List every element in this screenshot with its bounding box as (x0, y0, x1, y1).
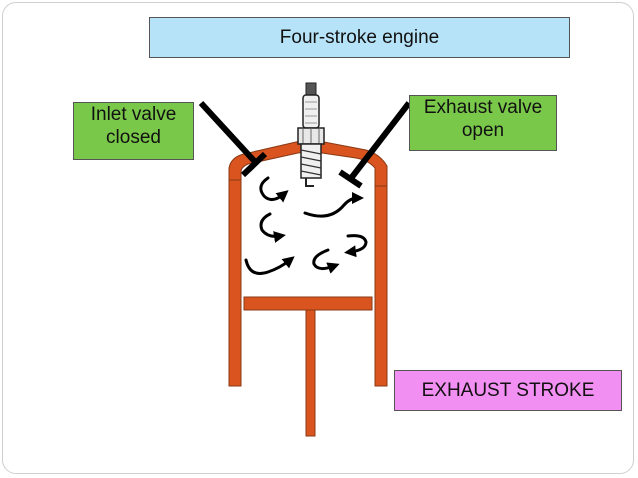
exhaust-valve (338, 101, 412, 189)
gas-flow-arrow-3 (259, 212, 286, 243)
inlet-valve (198, 100, 268, 178)
gas-flow-arrow-2 (303, 192, 364, 218)
gas-flow-arrow-4 (344, 234, 368, 258)
inlet-valve-label-line2: closed (106, 127, 161, 148)
exhaust-valve-label-line1: Exhaust valve (423, 97, 543, 118)
exhaust-valve-label: Exhaust valve open (409, 95, 557, 151)
inlet-valve-label: Inlet valve closed (73, 102, 194, 160)
exhaust-valve-label-line2: open (461, 120, 505, 141)
gas-flow-arrow-6 (312, 248, 340, 274)
connecting-rod (305, 309, 316, 437)
piston-head (243, 296, 373, 311)
cylinder-left-wall (228, 169, 242, 387)
spark-plug-icon (297, 82, 325, 187)
diagram-title: Four-stroke engine (149, 17, 570, 58)
stroke-label: EXHAUST STROKE (394, 370, 622, 411)
gas-flow-arrow-1 (259, 176, 289, 203)
gas-flow-arrow-5 (244, 256, 295, 275)
cylinder-right-wall (374, 169, 388, 387)
inlet-valve-label-line1: Inlet valve (90, 104, 177, 125)
cylinder-head (228, 140, 388, 187)
